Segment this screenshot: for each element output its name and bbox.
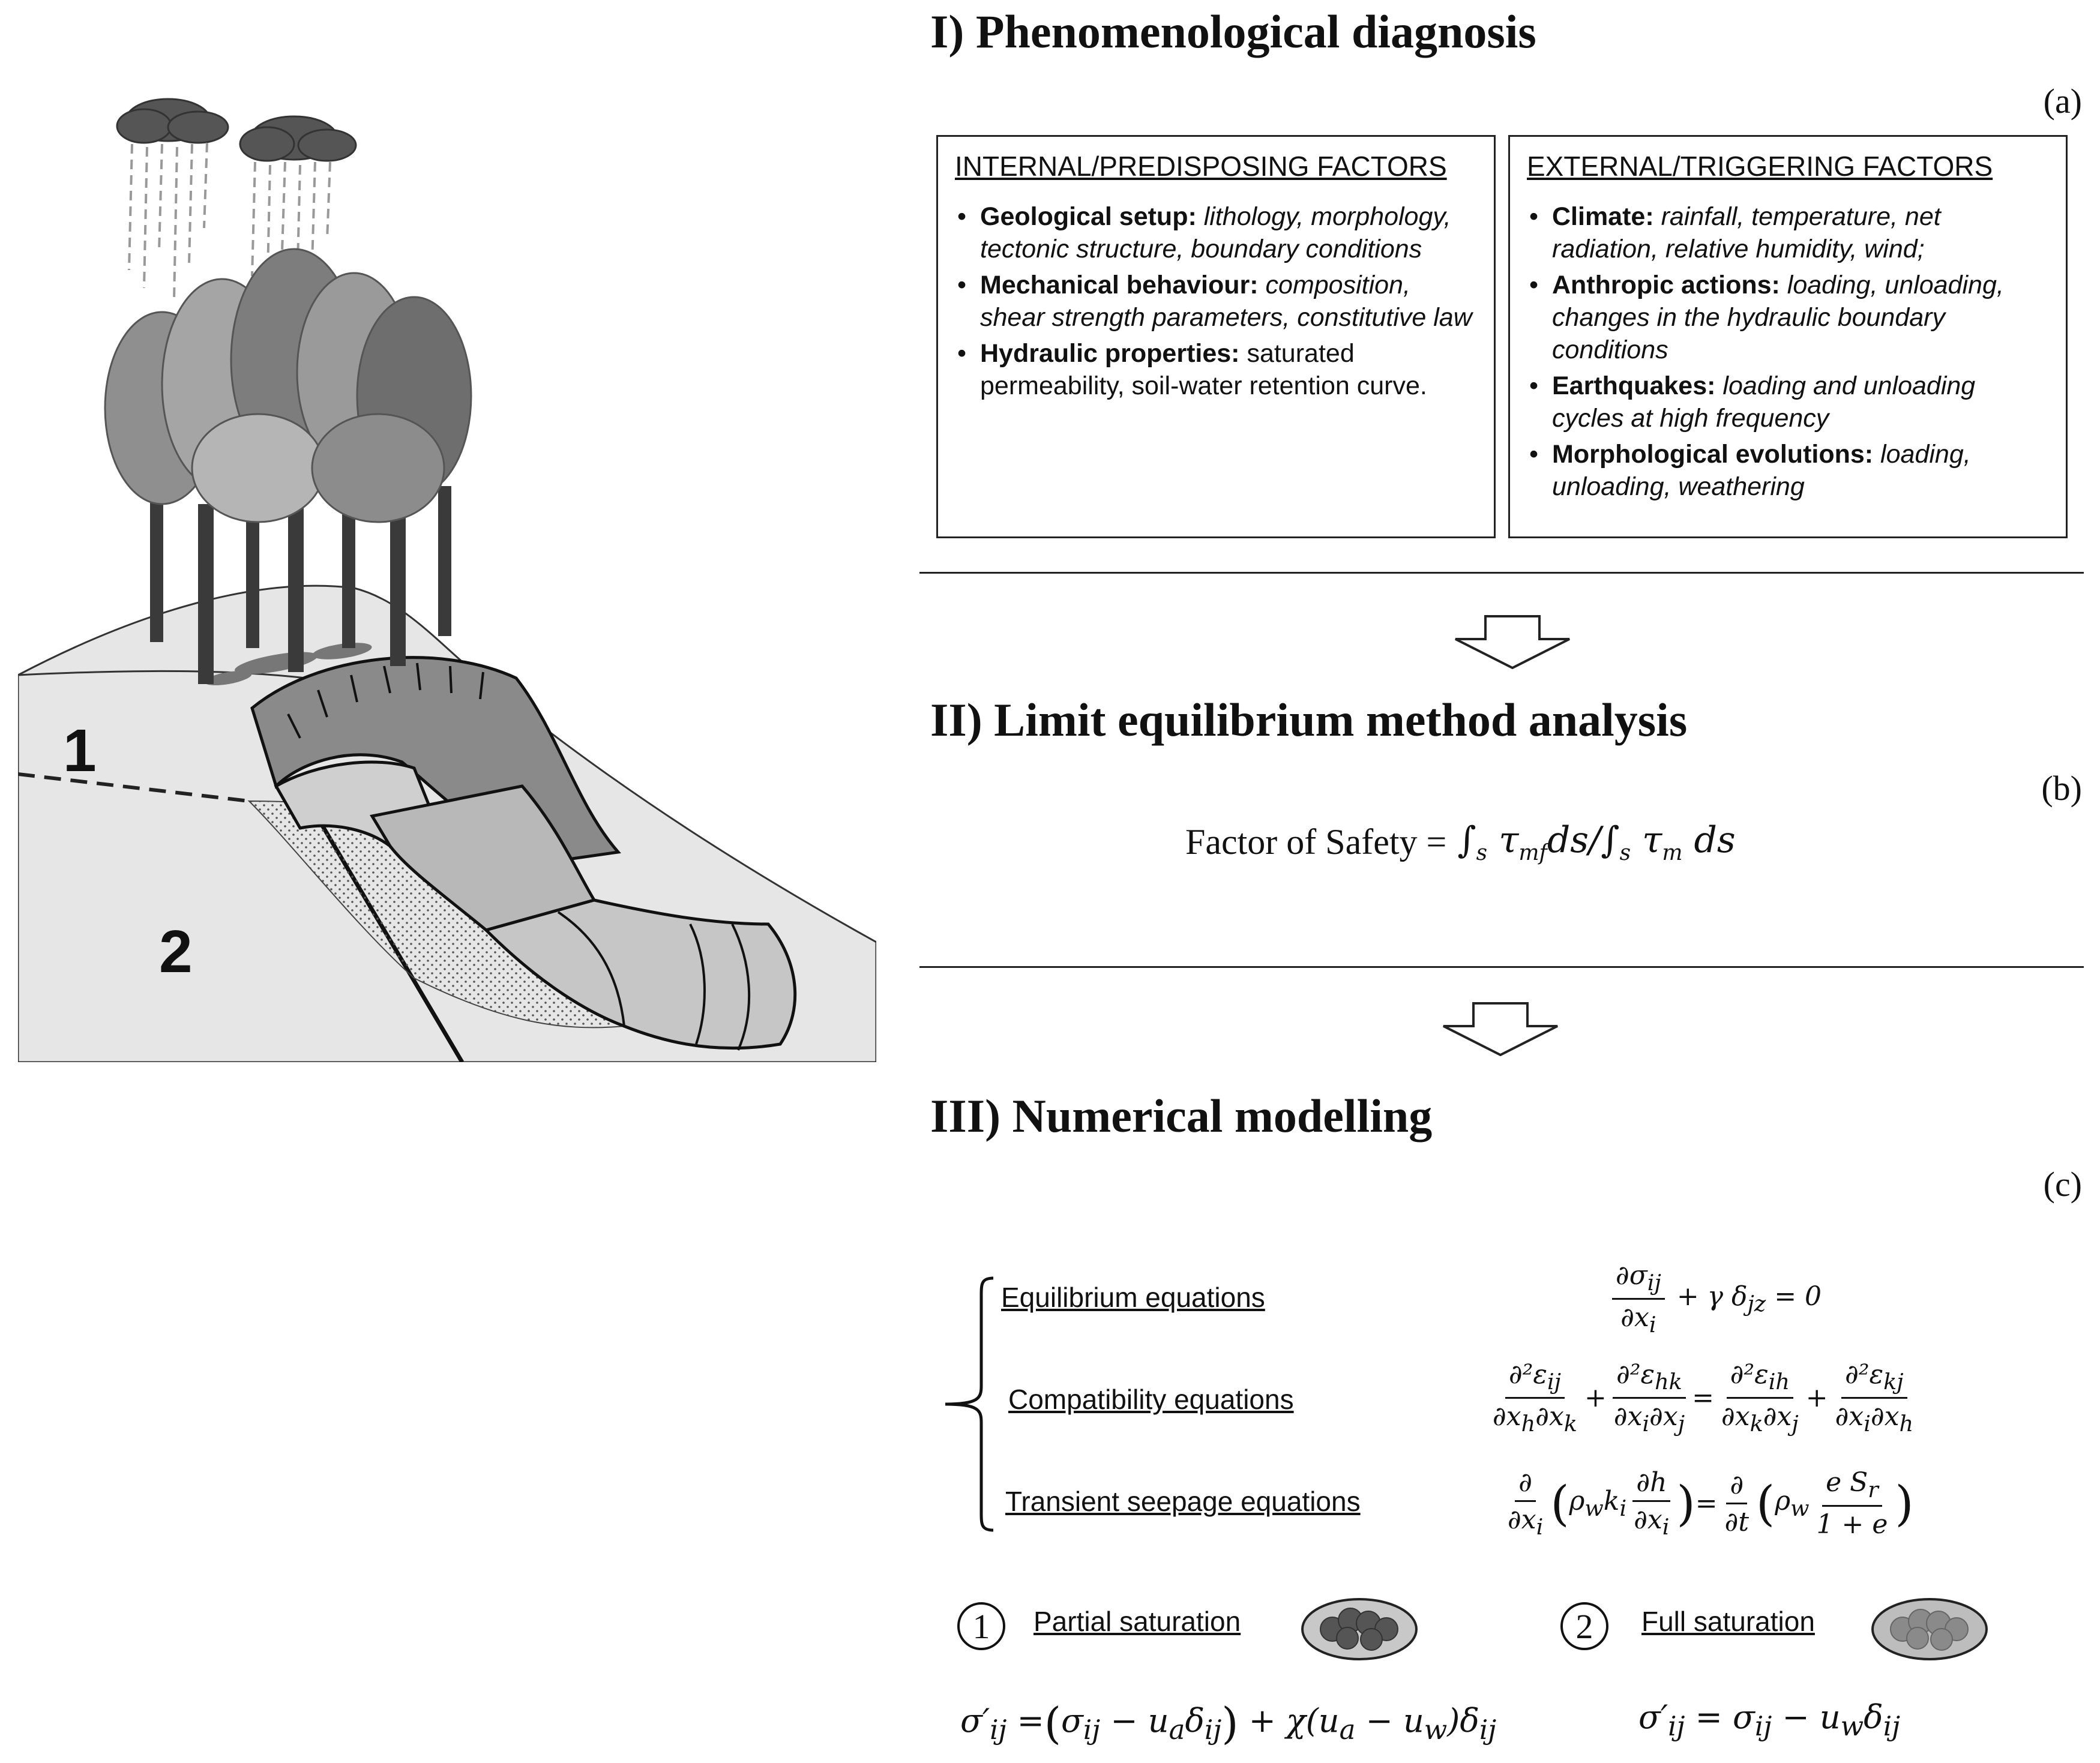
internal-factors-list: Geological setup: lithology, morphology,… [955, 200, 1477, 402]
external-factors-heading: EXTERNAL/TRIGGERING FACTORS [1527, 151, 1993, 182]
external-factor-item-description: rainfall, temperature, net radiation, re… [1552, 202, 1941, 263]
layer-1-label: 1 [63, 717, 97, 784]
internal-factor-item-name: Geological setup: [980, 202, 1197, 231]
internal-factor-item-description: saturated permeability, soil-water reten… [980, 339, 1427, 400]
internal-factor-item-name: Hydraulic properties: [980, 339, 1240, 368]
transient-seepage-equations-label: Transient seepage equations [1005, 1486, 1361, 1517]
full-saturation-formula: σ′ij = σij − uwδij [1638, 1698, 1901, 1742]
external-factor-item-name: Earthquakes: [1552, 371, 1716, 400]
external-factor-item: Anthropic actions: loading, unloading, c… [1527, 269, 2049, 366]
external-factor-item-name: Morphological evolutions: [1552, 440, 1874, 469]
external-factor-item: Earthquakes: loading and unloading cycle… [1527, 370, 2049, 434]
formula-prefix: Factor of Safety = [1185, 822, 1447, 862]
internal-factor-item: Hydraulic properties: saturated permeabi… [955, 337, 1477, 402]
divider-2 [919, 966, 2084, 968]
panel-label-a: (a) [2043, 82, 2082, 121]
layer-2-label: 2 [159, 918, 193, 985]
external-factors-box: EXTERNAL/TRIGGERING FACTORS Climate: rai… [1508, 135, 2068, 538]
external-factor-item: Climate: rainfall, temperature, net radi… [1527, 200, 2049, 265]
external-factors-list: Climate: rainfall, temperature, net radi… [1527, 200, 2049, 503]
full-saturation-label: Full saturation [1641, 1606, 1815, 1637]
left-brace-icon [945, 1276, 994, 1532]
full-saturation-soil-icon [1871, 1598, 1988, 1660]
partial-saturation-number: 1 [957, 1602, 1005, 1650]
section-1-title: I) Phenomenological diagnosis [930, 5, 1536, 58]
partial-saturation-soil-icon [1301, 1598, 1418, 1660]
compatibility-equations-label: Compatibility equations [1008, 1384, 1294, 1415]
internal-factor-item-description: composition, shear strength parameters, … [980, 271, 1472, 332]
external-factor-item: Morphological evolutions: loading, unloa… [1527, 438, 2049, 503]
layer-boundary [17, 772, 250, 803]
partial-saturation-formula: σ′ij = (σij − uaδij) + χ(ua − uw)δij [960, 1698, 1497, 1749]
internal-factors-heading: INTERNAL/PREDISPOSING FACTORS [955, 151, 1447, 182]
full-saturation-number: 2 [1560, 1602, 1608, 1650]
landslide-toe [483, 898, 797, 1050]
section-2-title: II) Limit equilibrium method analysis [930, 694, 1688, 746]
landslide-illustration: 1 2 [17, 72, 877, 1063]
internal-factor-item-name: Mechanical behaviour: [980, 271, 1259, 299]
external-factor-item-name: Climate: [1552, 202, 1654, 231]
panel-label-c: (c) [2043, 1165, 2082, 1204]
section-3-title: III) Numerical modelling [930, 1090, 1433, 1142]
equilibrium-equations-label: Equilibrium equations [1001, 1282, 1265, 1313]
partial-saturation-label: Partial saturation [1033, 1606, 1241, 1637]
internal-factor-item: Mechanical behaviour: composition, shear… [955, 269, 1477, 334]
factor-of-safety-formula: Factor of Safety = ∫s τmfds/∫s τm ds [1185, 819, 1736, 865]
formula-expression: ∫s τmfds/∫s τm ds [1457, 819, 1736, 865]
internal-factors-box: INTERNAL/PREDISPOSING FACTORS Geological… [936, 135, 1496, 538]
external-factor-item-description: loading and unloading cycles at high fre… [1552, 371, 1976, 433]
down-arrow-icon [1455, 615, 1570, 669]
internal-factor-item: Geological setup: lithology, morphology,… [955, 200, 1477, 265]
panel-label-b: (b) [2041, 769, 2082, 808]
external-factor-item-description: loading, unloading, weathering [1552, 440, 1971, 501]
rain-cloud-icon [116, 98, 357, 301]
internal-factor-item-description: lithology, morphology, tectonic structur… [980, 202, 1451, 263]
external-factor-item-name: Anthropic actions: [1552, 271, 1780, 299]
equilibrium-equation: ∂σij∂xi + γ δjz = 0 [1608, 1260, 1822, 1338]
external-factor-item-description: loading, unloading, changes in the hydra… [1552, 271, 2004, 364]
tree-icon [104, 248, 472, 684]
compatibility-equation: ∂²εij∂xh∂xk + ∂²εhk∂xi∂xj = ∂²εih∂xk∂xj … [1493, 1359, 1914, 1437]
divider-1 [919, 572, 2084, 574]
down-arrow-icon [1443, 1002, 1558, 1056]
